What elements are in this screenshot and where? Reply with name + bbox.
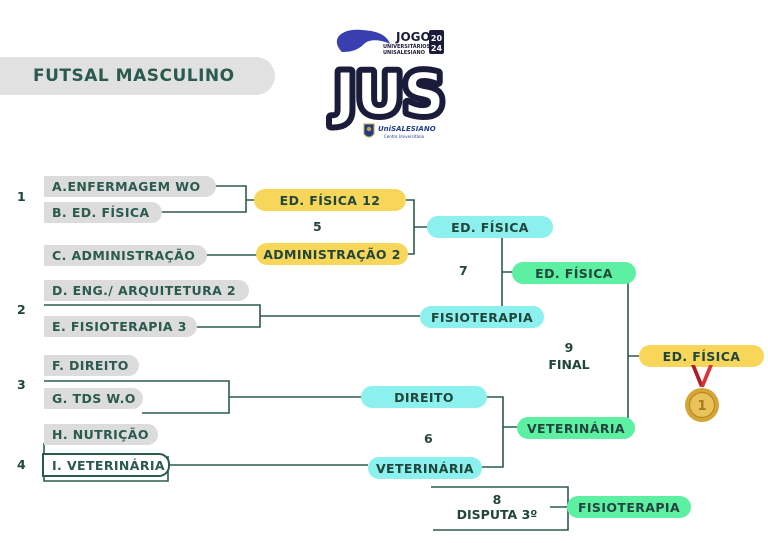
- logo-year-a-text: 20: [431, 34, 443, 43]
- game-number-9: 9: [564, 340, 574, 355]
- team-label: A.ENFERMAGEM WO: [52, 179, 201, 194]
- connector-game-6: [482, 396, 518, 468]
- team-i-veterinaria: I. VETERINÁRIA: [42, 453, 170, 477]
- result-game-8: FISIOTERAPIA: [567, 496, 691, 518]
- logo-sub1-text: UNIVERSITÁRIOS: [383, 43, 431, 50]
- game-number-4: 4: [17, 457, 26, 472]
- connector-game-7: [501, 227, 513, 316]
- result-label: DIREITO: [394, 389, 454, 405]
- result-administracao: ADMINISTRAÇÃO 2: [256, 243, 408, 265]
- game-title-9: FINAL: [548, 357, 590, 372]
- result-label: VETERINÁRIA: [526, 420, 626, 436]
- result-label: ED. FÍSICA 12: [279, 192, 381, 208]
- gold-medal-icon: 1: [685, 365, 719, 422]
- team-label: B. ED. FÍSICA: [52, 205, 150, 220]
- result-label: FISIOTERAPIA: [430, 309, 534, 325]
- team-c-administracao: C. ADMINISTRAÇÃO: [44, 245, 207, 266]
- unisalesiano-crest-icon: [363, 123, 375, 138]
- result-game-9-champion: ED. FÍSICA: [639, 345, 764, 367]
- game-number-2: 2: [17, 302, 26, 317]
- team-a-enfermagem: A.ENFERMAGEM WO: [44, 176, 216, 197]
- team-f-direito: F. DIREITO: [44, 355, 139, 376]
- team-d-eng-arquitetura: D. ENG./ ARQUITETURA 2: [44, 280, 249, 301]
- result-game-3: DIREITO: [361, 386, 487, 408]
- result-game-2: FISIOTERAPIA: [420, 306, 544, 328]
- result-game-7: ED. FÍSICA: [512, 262, 636, 284]
- logo-sub2-text: UNISALESIANO: [383, 50, 425, 56]
- connector-game-9: [627, 271, 640, 428]
- team-h-nutricao: H. NUTRIÇÃO: [44, 424, 158, 445]
- logo-main-text: JUS: [330, 60, 444, 128]
- result-label: FISIOTERAPIA: [577, 499, 681, 515]
- team-e-fisioterapia: E. FISIOTERAPIA 3: [44, 316, 197, 337]
- connector-game-2: [44, 304, 420, 328]
- result-label: VETERINÁRIA: [375, 460, 475, 476]
- logo-year-b-text: 24: [431, 44, 443, 53]
- game-label-8: 8 DISPUTA 3º: [452, 492, 542, 522]
- team-label: F. DIREITO: [52, 358, 129, 373]
- result-label: ED. FÍSICA: [662, 348, 741, 364]
- team-label: I. VETERINÁRIA: [52, 457, 165, 473]
- result-game-5: ED. FÍSICA: [427, 216, 553, 238]
- team-label: E. FISIOTERAPIA 3: [52, 319, 187, 334]
- page-title: FUTSAL MASCULINO: [0, 57, 275, 95]
- game-title-8: DISPUTA 3º: [456, 507, 538, 522]
- result-label: ADMINISTRAÇÃO 2: [263, 246, 401, 262]
- game-number-8: 8: [492, 492, 502, 507]
- team-label: H. NUTRIÇÃO: [52, 427, 149, 442]
- logo-main-text-shadow: JUS: [330, 60, 444, 128]
- connector-game-5: [405, 199, 428, 255]
- team-label: D. ENG./ ARQUITETURA 2: [52, 283, 237, 298]
- team-label: G. TDS W.O: [52, 391, 136, 406]
- logo-top-text: JOGOS: [395, 30, 439, 44]
- logo-brand-sub-text: Centro Universitário: [384, 134, 425, 139]
- page-title-text: FUTSAL MASCULINO: [33, 66, 235, 86]
- team-label: C. ADMINISTRAÇÃO: [52, 248, 196, 263]
- connector-game-3: [44, 380, 362, 414]
- jus-logo: JOGOS UNIVERSITÁRIOS UNISALESIANO 20 24 …: [325, 29, 450, 139]
- logo-swoosh-icon: [336, 29, 390, 52]
- result-label: ED. FÍSICA: [535, 265, 613, 281]
- team-b-ed-fisica: B. ED. FÍSICA: [44, 202, 162, 223]
- result-game-1: ED. FÍSICA 12: [254, 189, 406, 211]
- game-number-3: 3: [17, 377, 26, 392]
- game-number-5: 5: [313, 219, 322, 234]
- result-game-6: VETERINÁRIA: [517, 417, 635, 439]
- svg-text:1: 1: [697, 399, 706, 414]
- result-label: ED. FÍSICA: [451, 219, 529, 235]
- logo-brand-text: UniSALESIANO: [378, 125, 436, 133]
- team-g-tds: G. TDS W.O: [44, 388, 143, 409]
- game-label-9: 9 FINAL: [540, 340, 598, 372]
- game-number-7: 7: [459, 263, 468, 278]
- result-game-4: VETERINÁRIA: [368, 457, 482, 479]
- game-number-1: 1: [17, 189, 26, 204]
- game-number-6: 6: [424, 431, 433, 446]
